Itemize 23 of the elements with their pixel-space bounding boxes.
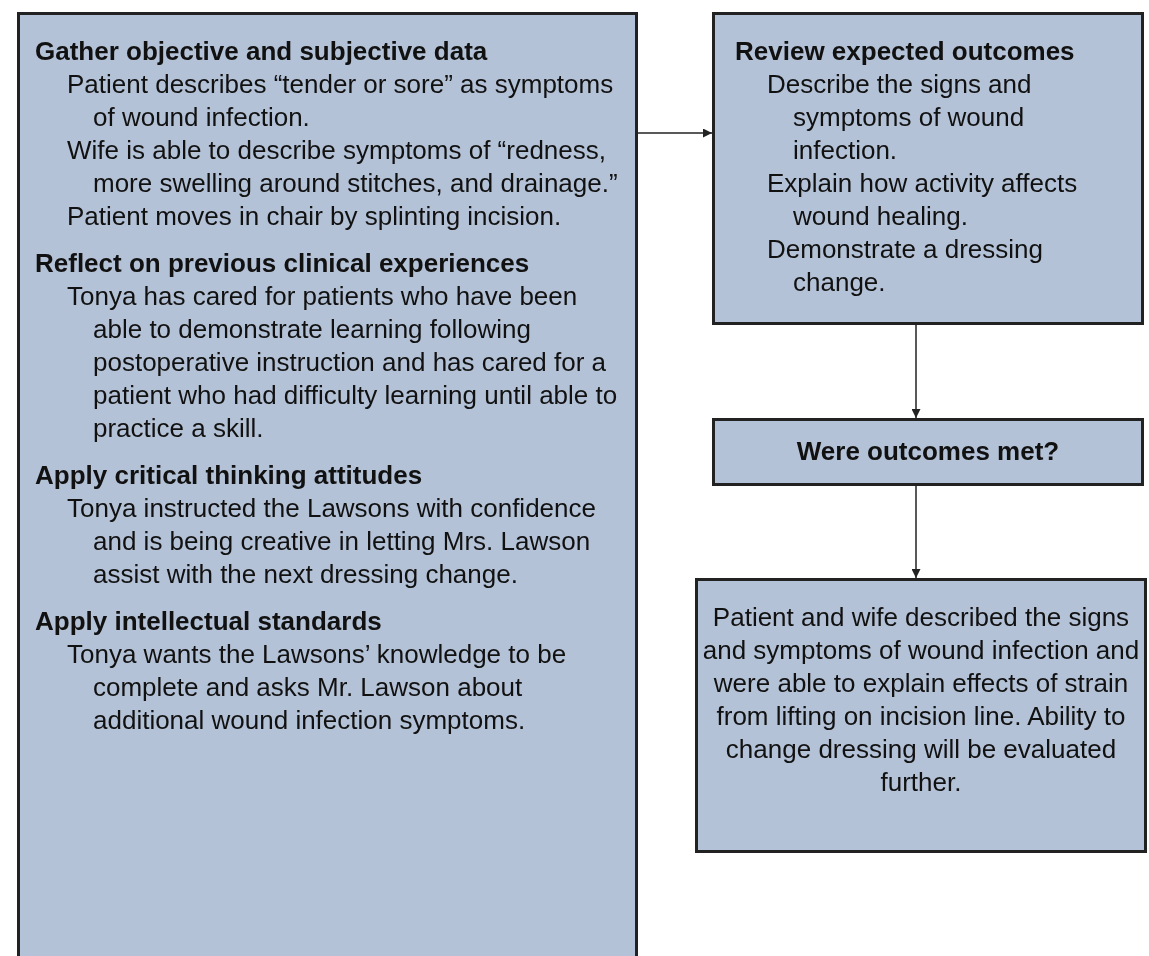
body-text: Tonya has cared for patients who have been able to demonstrate learning following postoperative instruction and has cared for a patient who had difficulty learning until able to practice a skill. (66, 280, 619, 445)
body-text: Patient moves in chair by splinting incision. (66, 200, 563, 233)
decision-box (712, 418, 1144, 486)
process-box (695, 578, 1147, 853)
section-heading: Apply critical thinking attitudes (35, 459, 424, 492)
process-box (17, 12, 638, 956)
body-text: Patient and wife described the signs and symptoms of wound infection and were able to explain effects of strain from lifting on incision line. Ability to change dressing will be evaluated further. (702, 601, 1140, 799)
section-heading: Gather objective and subjective data (35, 35, 489, 68)
arrow (637, 128, 713, 138)
section-heading: Were outcomes met? (795, 435, 1061, 468)
body-text: Patient describes “tender or sore” as symptoms of wound infection. (66, 68, 615, 134)
body-text: Tonya instructed the Lawsons with confidence and is being creative in letting Mrs. Lawson assist with the next dressing change. (66, 492, 597, 591)
section-heading: Reflect on previous clinical experiences (35, 247, 531, 280)
arrow (911, 485, 921, 579)
body-text: Explain how activity affects wound healing. (766, 167, 1079, 233)
body-text: Tonya wants the Lawsons’ knowledge to be complete and asks Mr. Lawson about additional wound infection symptoms. (66, 638, 568, 737)
body-text: Demonstrate a dressing change. (766, 233, 1045, 299)
section-heading: Review expected outcomes (735, 35, 1076, 68)
body-text: Describe the signs and symptoms of wound infection. (766, 68, 1033, 167)
arrow (911, 324, 921, 419)
section-heading: Apply intellectual standards (35, 605, 383, 638)
body-text: Wife is able to describe symptoms of “redness, more swelling around stitches, and drainage.” (66, 134, 619, 200)
process-box (712, 12, 1144, 325)
